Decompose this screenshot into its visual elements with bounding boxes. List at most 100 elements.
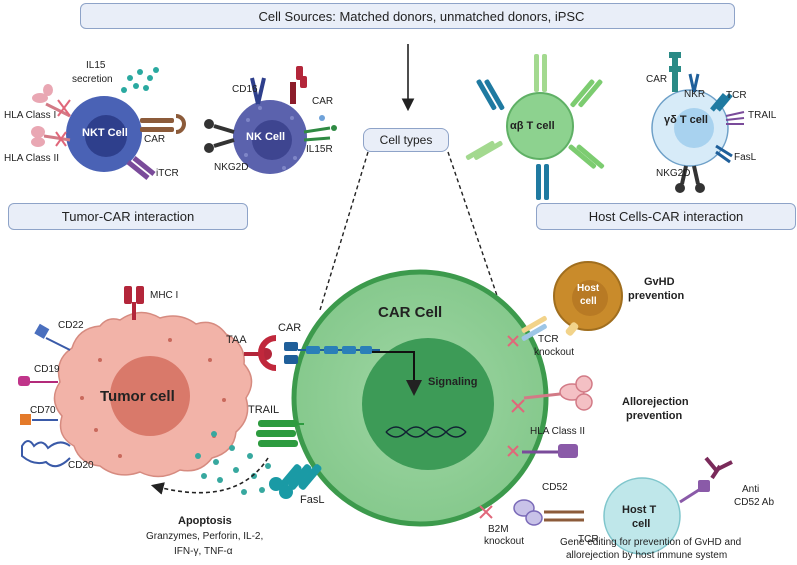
cd52-label: CD52: [542, 482, 568, 493]
cd19-label: CD19: [34, 364, 60, 375]
host-t-cell: [603, 456, 733, 555]
il15-label-1: IL15: [86, 60, 106, 71]
apoptosis-arrow: [150, 457, 269, 495]
b2m-knockout-label-2: knockout: [484, 536, 525, 547]
il15-label-2: secretion: [72, 74, 113, 85]
cd22-label: CD22: [58, 320, 84, 331]
allorejection-label-1: Allorejection: [622, 396, 689, 408]
trail-ligand: [256, 420, 304, 447]
cell-sources-title: Cell Sources: Matched donors, unmatched …: [258, 8, 585, 24]
allorejection-label-2: prevention: [626, 410, 683, 422]
car-cell: [256, 269, 593, 527]
fasl-ligand: [269, 464, 322, 499]
tumor-car-label: Tumor-CAR interaction: [61, 209, 195, 224]
tcr-knockout-receptor: [507, 316, 547, 347]
cd20-antigen: [21, 440, 71, 468]
nk-il15r-label: IL15R: [306, 144, 333, 155]
footer-caption-2: allorejection by host immune system: [566, 550, 728, 561]
mhc-i-receptor: [124, 286, 144, 320]
signaling-label: Signaling: [428, 376, 478, 388]
cd70-label: CD70: [30, 405, 56, 416]
cell-sources-banner: Cell Sources: Matched donors, unmatched …: [80, 3, 735, 29]
nkt-cell: [31, 67, 186, 180]
car-cell-name: CAR Cell: [378, 304, 443, 321]
nkt-itcr-receptor: [126, 156, 156, 180]
nkt-car-receptor: [140, 114, 186, 134]
ab-t-cell: [465, 54, 605, 200]
b2m-knockout-label-1: B2M: [488, 524, 509, 535]
tcr-knockout-label-1: TCR: [538, 334, 559, 345]
hla2-knockout-receptor: [507, 444, 578, 458]
cytotoxic-granules: [195, 431, 271, 495]
host-car-label: Host Cells-CAR interaction: [588, 209, 744, 224]
cd19-antigen: [18, 376, 58, 386]
nk-cd16-receptor: [250, 77, 266, 105]
nkt-car-label: CAR: [144, 134, 166, 145]
nkt-itcr-label: iTCR: [156, 168, 179, 179]
host-cell: [553, 261, 623, 336]
taa-label: TAA: [226, 334, 247, 346]
gd-fasl-label: FasL: [734, 152, 757, 163]
gvhd-label-2: prevention: [628, 290, 685, 302]
anti-cd52-label-2: CD52 Ab: [734, 497, 775, 508]
cd20-label: CD20: [68, 460, 94, 471]
car-label: CAR: [278, 322, 302, 334]
hla1-knockout-receptor: [511, 375, 593, 413]
gd-nkr-label: NKR: [684, 89, 706, 100]
il15-dots: [121, 67, 159, 93]
cell-types-pill: Cell types: [363, 128, 449, 152]
car-receptor: [258, 335, 380, 371]
nk-nkg2d-receptor: [204, 119, 235, 153]
nkt-hla2-label: HLA Class II: [4, 153, 60, 164]
gd-t-cell-name: γδ T cell: [664, 114, 708, 126]
taa-antigen: [244, 348, 272, 360]
apoptosis-line2: IFN-γ, TNF-α: [174, 546, 233, 557]
cd22-antigen: [34, 323, 71, 351]
fasl-label: FasL: [300, 494, 325, 506]
cell-types-label: Cell types: [379, 133, 433, 147]
zoom-line-right: [447, 151, 507, 323]
tumor-car-banner: Tumor-CAR interaction: [8, 203, 248, 230]
host-cell-label-1: Host: [577, 283, 600, 294]
nk-cell-name: NK Cell: [246, 131, 286, 143]
gd-car-label: CAR: [646, 74, 668, 85]
host-tcr-label: TCR: [578, 534, 599, 545]
nk-cd16-label: CD16: [232, 84, 258, 95]
cd52-antigen: [679, 480, 710, 504]
host-t-cell-label-2: cell: [632, 518, 651, 530]
nkt-hla2-receptor: [31, 126, 71, 147]
trail-label: TRAIL: [248, 404, 280, 416]
host-cell-label-2: cell: [580, 296, 597, 307]
gd-tcr-label: TCR: [726, 90, 747, 101]
nk-cell: [204, 66, 337, 174]
apoptosis-line1: Granzymes, Perforin, IL-2,: [146, 531, 264, 542]
host-t-cell-label-1: Host T: [622, 504, 657, 516]
gd-t-cell: [651, 52, 745, 193]
nk-nkg2d-label: NKG2D: [214, 162, 249, 173]
tumor-cell-name: Tumor cell: [100, 388, 175, 405]
anti-cd52-antibody: [704, 456, 733, 480]
b2m-knockout-receptor: [479, 499, 584, 526]
nkt-hla1-label: HLA Class I: [4, 110, 57, 121]
cd70-antigen: [20, 414, 58, 425]
mhc-i-label: MHC I: [150, 290, 179, 301]
footer-caption-1: Gene editing for prevention of GvHD and: [560, 537, 742, 548]
nk-il15r-receptor: [303, 115, 337, 142]
gvhd-label-1: GvHD: [644, 276, 675, 288]
tcr-knockout-label-2: knockout: [534, 347, 575, 358]
nk-car-label: CAR: [312, 96, 334, 107]
nk-car-receptor: [290, 66, 307, 104]
apoptosis-title: Apoptosis: [178, 515, 232, 527]
ab-t-cell-name: αβ T cell: [510, 120, 555, 132]
gd-trail-label: TRAIL: [748, 110, 777, 121]
tumor-cell: [18, 286, 272, 478]
hla2-label: HLA Class II: [530, 426, 586, 437]
gd-nkg2d-label: NKG2D: [656, 168, 691, 179]
nkt-cell-name: NKT Cell: [82, 127, 128, 139]
signaling-arrow: [372, 351, 422, 396]
anti-cd52-label-1: Anti: [742, 484, 760, 495]
nkt-hla1-receptor: [32, 84, 71, 118]
host-car-banner: Host Cells-CAR interaction: [536, 203, 796, 230]
